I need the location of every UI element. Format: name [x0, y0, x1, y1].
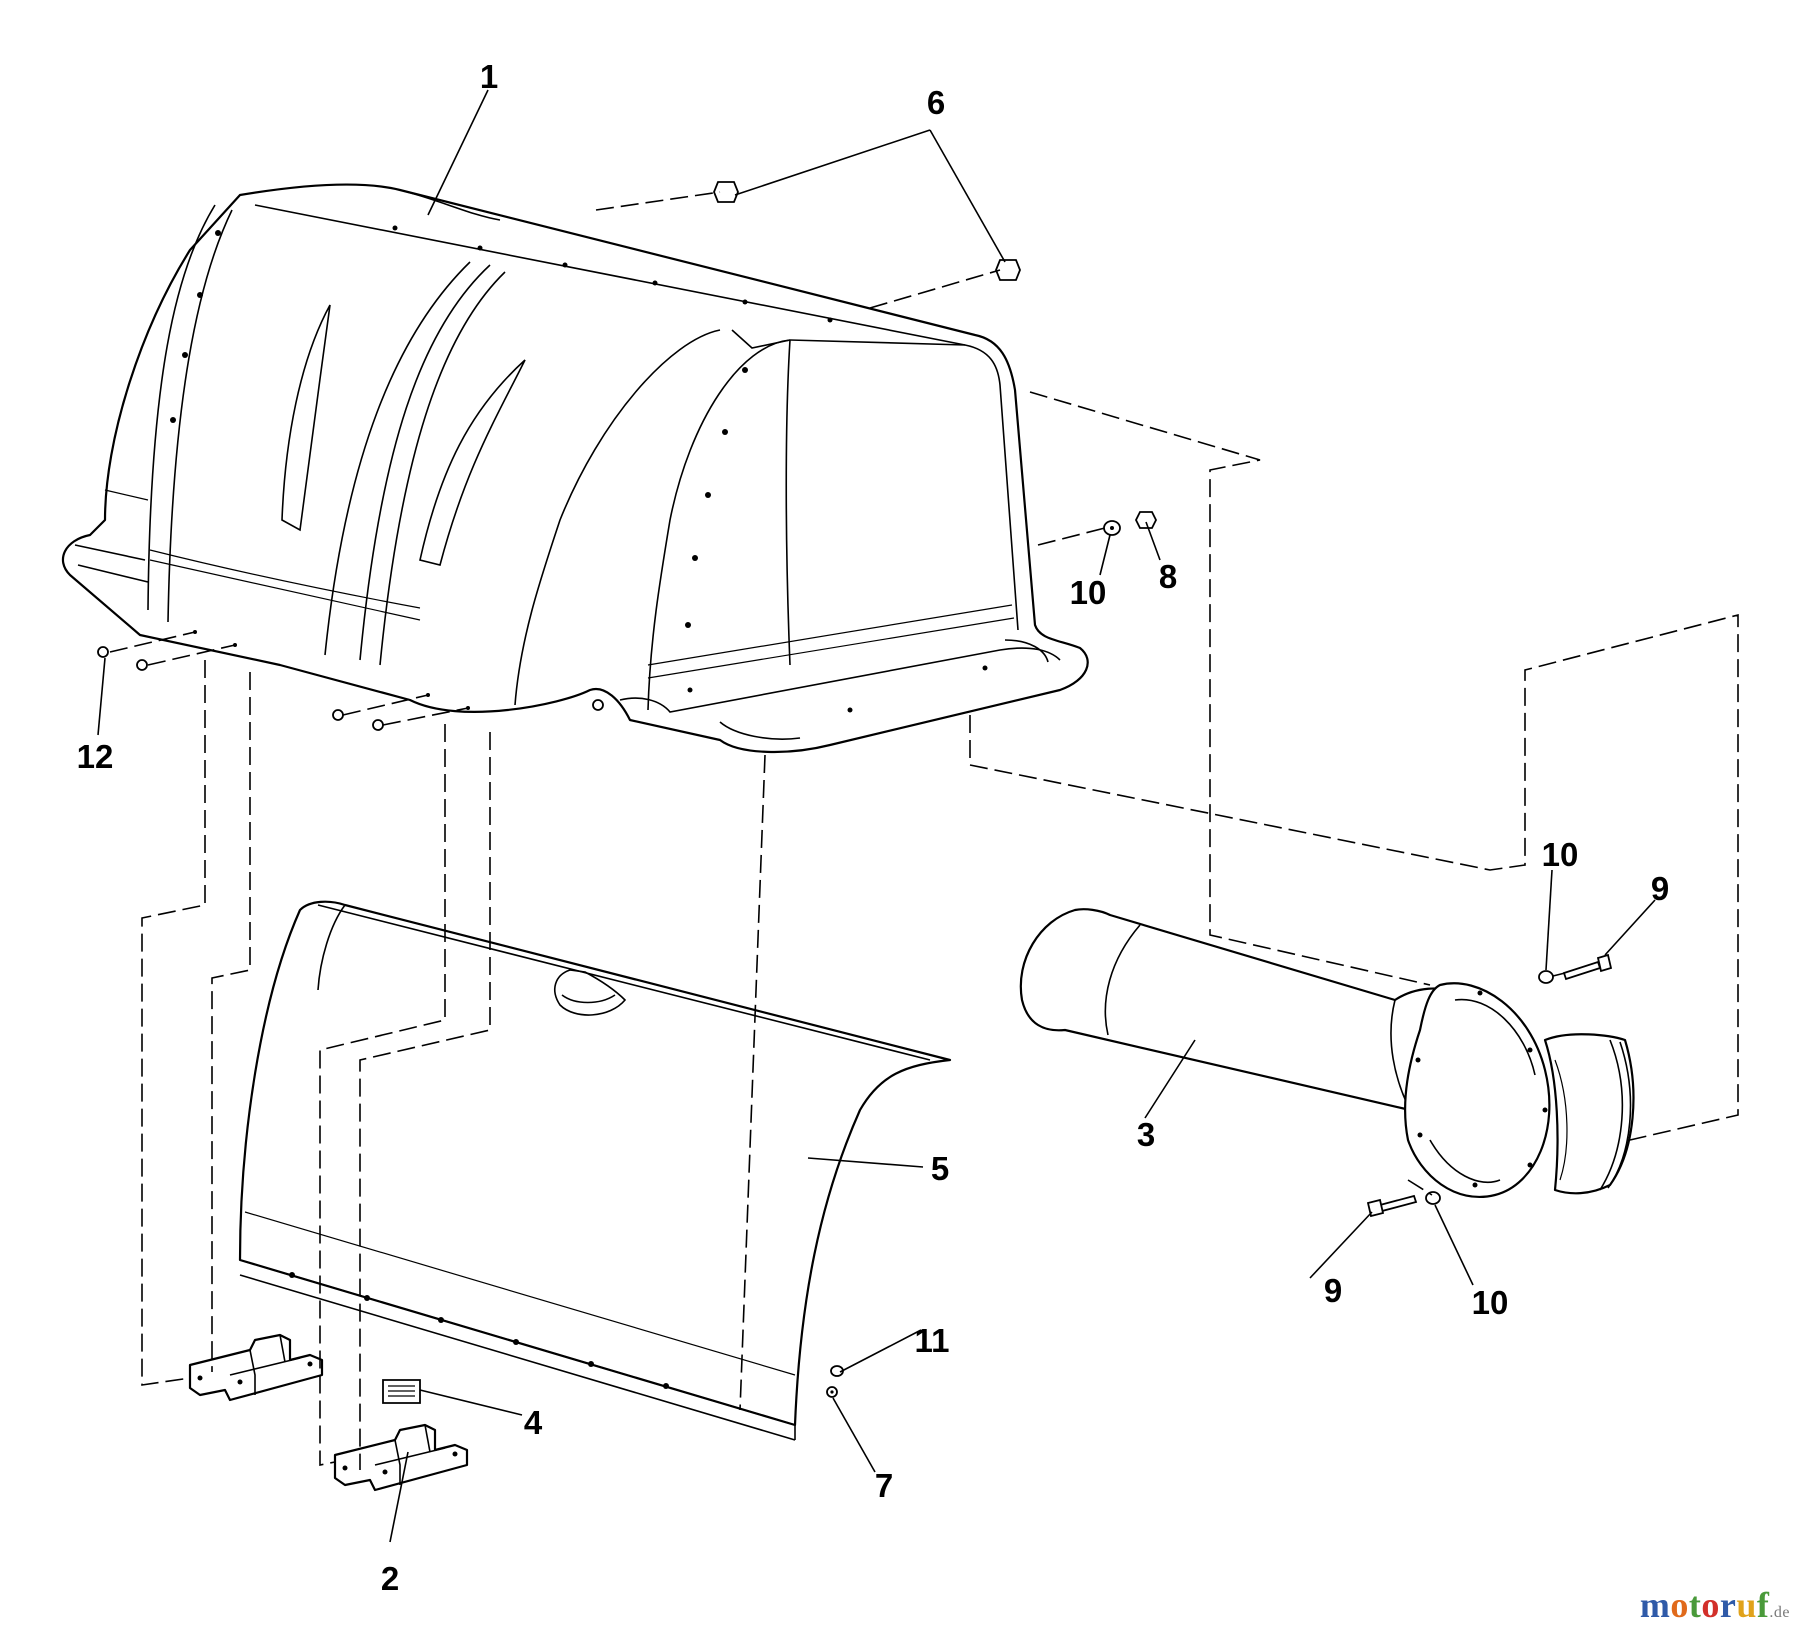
assembly-lines — [109, 191, 1739, 1470]
watermark-suffix: .de — [1769, 1604, 1790, 1621]
part-7-nut — [826, 1386, 838, 1398]
part-6-nuts — [713, 181, 1021, 281]
part-2-bracket-upper — [188, 1333, 324, 1402]
part-10-washer-top — [1103, 520, 1121, 536]
callout-7: 7 — [875, 1467, 893, 1504]
part-5-shield — [238, 900, 952, 1441]
part-2-bracket-lower — [333, 1423, 469, 1492]
part-8-nut — [1134, 511, 1158, 529]
callouts: 1 6 10 8 12 10 9 3 5 9 10 11 4 7 2 — [77, 58, 1670, 1597]
leader-lines — [97, 89, 1656, 1543]
part-10-washer-chute-top — [1538, 970, 1554, 984]
part-9-bolt-top — [1562, 953, 1613, 981]
part-3-chute — [1019, 908, 1635, 1198]
callout-8: 8 — [1159, 558, 1177, 595]
part-10-washer-chute-bottom — [1425, 1191, 1441, 1205]
callout-10-top: 10 — [1070, 574, 1107, 611]
watermark-name: motoruf — [1639, 1585, 1770, 1625]
part-4-decal — [382, 1379, 421, 1404]
part-1-housing — [61, 183, 1089, 754]
callout-3: 3 — [1137, 1116, 1155, 1153]
part-9-bolt-bottom — [1366, 1194, 1418, 1218]
callout-11: 11 — [915, 1322, 950, 1359]
callout-9-top: 9 — [1651, 870, 1669, 907]
callout-12: 12 — [77, 738, 114, 775]
callout-10-chute-bottom: 10 — [1472, 1284, 1509, 1321]
callout-1: 1 — [480, 58, 498, 95]
callout-4: 4 — [524, 1404, 543, 1441]
callout-2: 2 — [381, 1560, 399, 1597]
callout-6: 6 — [927, 84, 945, 121]
callout-10-chute-top: 10 — [1542, 836, 1579, 873]
watermark-logo: motoruf.de — [1640, 1584, 1790, 1626]
callout-5: 5 — [931, 1150, 949, 1187]
callout-9-bottom: 9 — [1324, 1272, 1342, 1309]
